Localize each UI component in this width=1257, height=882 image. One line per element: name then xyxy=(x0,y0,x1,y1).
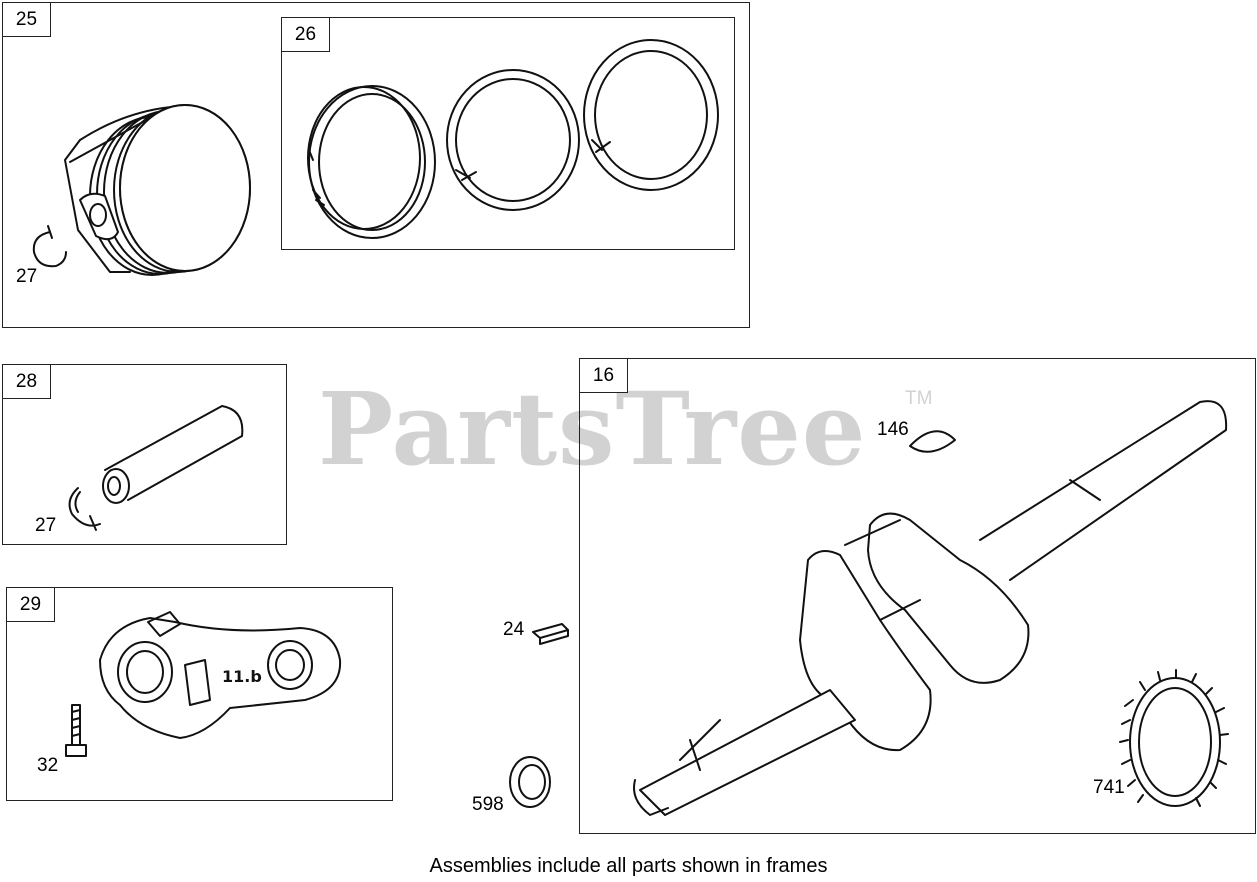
frame-28-piston-pin[interactable]: 28 xyxy=(2,364,287,545)
svg-text:11.b: 11.b xyxy=(222,667,262,686)
callout-598-washer[interactable]: 598 xyxy=(472,794,504,815)
piston-pin-drawing xyxy=(102,405,244,504)
frame-25-piston-assembly[interactable]: 25 xyxy=(2,2,750,328)
piston-drawing xyxy=(64,104,251,276)
snap-ring-27b-drawing xyxy=(68,487,101,531)
frame-25-tag: 25 xyxy=(3,3,51,37)
callout-24-key[interactable]: 24 xyxy=(503,619,525,640)
frame-16-crankshaft[interactable]: 16 xyxy=(579,358,1256,834)
snap-ring-27a-drawing xyxy=(32,225,67,268)
footer-note: Assemblies include all parts shown in fr… xyxy=(429,855,828,877)
frame-26-tag: 26 xyxy=(282,18,330,52)
callout-146-woodruff-key[interactable]: 146 xyxy=(877,419,909,440)
rod-bolt-32-drawing xyxy=(65,704,87,757)
washer-598-drawing xyxy=(509,756,551,808)
crankshaft-drawing xyxy=(633,400,1228,816)
frame-28-tag: 28 xyxy=(3,365,51,399)
frame-26-ring-set[interactable]: 26 xyxy=(281,17,735,250)
callout-741-timing-gear[interactable]: 741 xyxy=(1093,777,1125,798)
timing-gear-741-drawing xyxy=(1119,669,1229,807)
key-24-drawing xyxy=(532,623,569,645)
watermark-trademark: TM xyxy=(905,388,933,409)
piston-rings-drawing xyxy=(307,39,719,239)
frame-29-tag: 29 xyxy=(7,588,55,622)
callout-32-rod-bolt[interactable]: 32 xyxy=(37,755,59,776)
woodruff-key-146-drawing xyxy=(909,430,956,453)
connecting-rod-drawing: 11.b xyxy=(99,611,342,739)
frame-16-tag: 16 xyxy=(580,359,628,393)
frame-29-connecting-rod[interactable]: 29 xyxy=(6,587,393,801)
callout-27-snap-ring-pin[interactable]: 27 xyxy=(35,515,57,536)
callout-27-snap-ring[interactable]: 27 xyxy=(16,266,38,287)
